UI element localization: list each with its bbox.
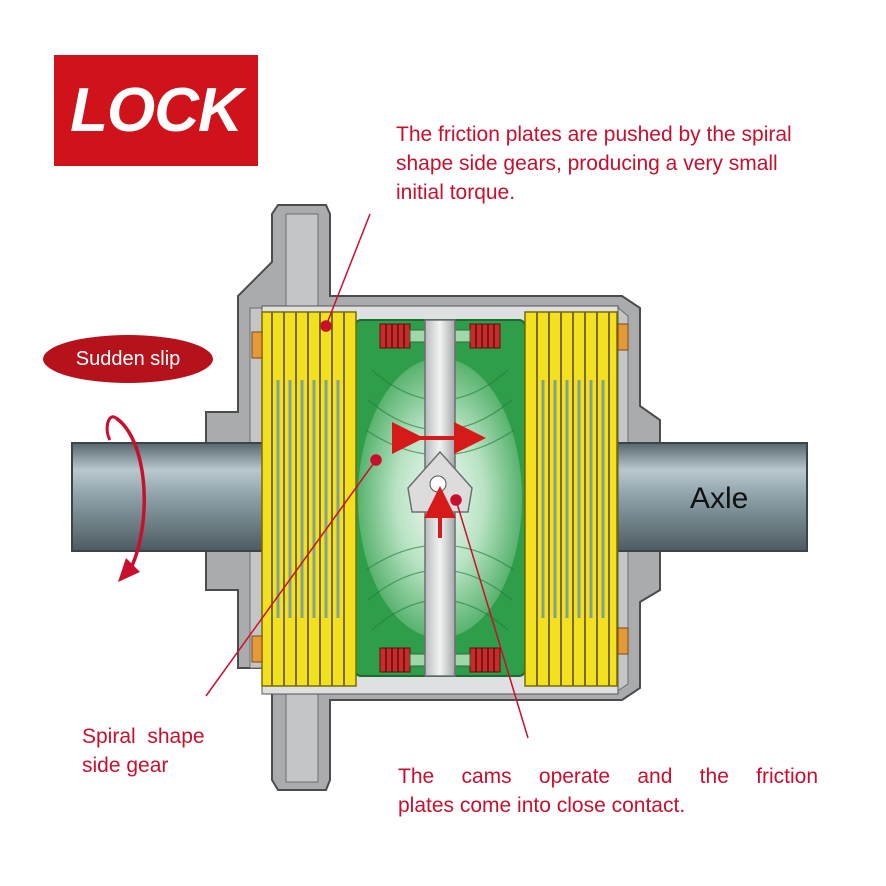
cams-caption-line1: The cams operate and the friction (398, 765, 818, 788)
friction-plates-right (524, 311, 618, 687)
leader-lines (205, 213, 529, 739)
friction-plates-caption: The friction plates are pushed by the sp… (396, 123, 792, 204)
side-gear-caption-line1: Spiral shape (82, 725, 205, 748)
axle-label: Axle (690, 482, 749, 515)
cams-caption-line2: plates come into close contact. (398, 794, 686, 817)
housing-bolts (251, 323, 629, 663)
cams-caption: The cams operate and the friction plates… (398, 762, 818, 820)
sudden-slip-badge (43, 335, 213, 383)
rotation-arrow (105, 415, 146, 582)
side-gear-caption: Spiral shape side gear (82, 722, 282, 780)
sudden-slip-label: Sudden slip (75, 347, 181, 370)
cam-motion-arrows (392, 422, 486, 538)
sudden-slip-label-wrap: Sudden slip (42, 334, 214, 384)
lock-badge: LOCK (54, 55, 258, 166)
friction-plates-left (261, 311, 357, 687)
side-gear-caption-line2: side gear (82, 754, 169, 777)
lock-label: LOCK (70, 76, 243, 145)
